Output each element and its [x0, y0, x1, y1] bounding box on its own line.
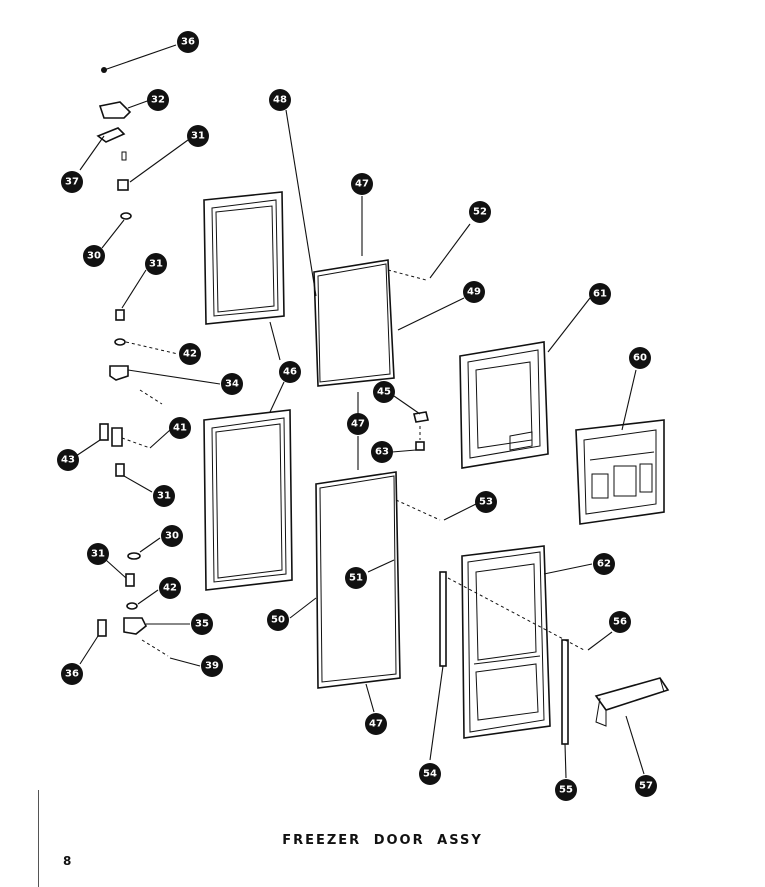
svg-text:57: 57 [639, 781, 653, 792]
svg-text:47: 47 [369, 719, 383, 730]
callout-label: 36 [181, 37, 195, 48]
callout-49: 49 [463, 281, 485, 303]
callout-46: 46 [279, 361, 301, 383]
svg-text:31: 31 [157, 491, 171, 502]
callout-36-top: 36 [177, 31, 199, 53]
callout-50: 50 [267, 609, 289, 631]
mounting-bracket [575, 369, 665, 525]
callout-55: 55 [555, 779, 577, 801]
callout-42-mid: 42 [179, 343, 201, 365]
callout-42-bottom: 42 [159, 577, 181, 599]
svg-text:41: 41 [173, 423, 187, 434]
svg-text:32: 32 [151, 95, 165, 106]
callout-31-mid: 31 [145, 253, 167, 275]
svg-text:62: 62 [597, 559, 611, 570]
svg-text:51: 51 [349, 573, 363, 584]
svg-text:49: 49 [467, 287, 481, 298]
outer-door-panel [429, 545, 613, 779]
svg-text:34: 34 [225, 379, 239, 390]
svg-text:39: 39 [205, 661, 219, 672]
svg-text:30: 30 [87, 251, 101, 262]
lower-gasket [203, 321, 293, 591]
callout-36-bottom: 36 [61, 663, 83, 685]
callout-57: 57 [635, 775, 657, 797]
callout-35: 35 [191, 613, 213, 635]
callout-31-lower: 31 [153, 485, 175, 507]
callout-34: 34 [221, 373, 243, 395]
upper-door-frame [285, 109, 471, 414]
svg-text:46: 46 [283, 367, 297, 378]
callout-56: 56 [609, 611, 631, 633]
svg-text:52: 52 [473, 207, 487, 218]
diagram-title: FREEZER DOOR ASSY [282, 833, 483, 848]
svg-text:31: 31 [91, 549, 105, 560]
svg-text:35: 35 [195, 619, 209, 630]
upper-gasket [203, 191, 285, 325]
callout-52: 52 [469, 201, 491, 223]
svg-text:56: 56 [613, 617, 627, 628]
callout-54: 54 [419, 763, 441, 785]
svg-text:31: 31 [191, 131, 205, 142]
svg-text:43: 43 [61, 455, 75, 466]
callout-39: 39 [201, 655, 223, 677]
upper-door-liner [459, 297, 591, 469]
top-hinge-assembly [79, 44, 189, 249]
svg-text:48: 48 [273, 95, 287, 106]
svg-text:53: 53 [479, 497, 493, 508]
svg-text:60: 60 [633, 353, 647, 364]
svg-text:42: 42 [163, 583, 177, 594]
callout-47-bottom: 47 [365, 713, 387, 735]
svg-text:55: 55 [559, 785, 573, 796]
margin-line [38, 790, 39, 887]
svg-text:61: 61 [593, 289, 607, 300]
callout-51: 51 [345, 567, 367, 589]
svg-text:36: 36 [65, 669, 79, 680]
lower-door-frame [289, 395, 477, 713]
svg-text:45: 45 [377, 387, 391, 398]
callout-30-bottom: 30 [161, 525, 183, 547]
callout-41: 41 [169, 417, 191, 439]
callout-45: 45 [373, 381, 395, 403]
callout-32: 32 [147, 89, 169, 111]
svg-text:37: 37 [65, 177, 79, 188]
svg-text:31: 31 [149, 259, 163, 270]
callout-62: 62 [593, 553, 615, 575]
svg-text:47: 47 [351, 419, 365, 430]
callout-31-top: 31 [187, 125, 209, 147]
middle-hinge-assembly [75, 269, 221, 493]
svg-text:54: 54 [423, 769, 437, 780]
door-handle [594, 677, 670, 775]
callout-31-bottom: 31 [87, 543, 109, 565]
callout-61: 61 [589, 283, 611, 305]
svg-text:47: 47 [355, 179, 369, 190]
svg-text:30: 30 [165, 531, 179, 542]
callout-47-top: 47 [351, 173, 373, 195]
callout-63: 63 [371, 441, 393, 463]
svg-text:50: 50 [271, 615, 285, 626]
bottom-hinge-assembly [79, 537, 201, 667]
page-number: 8 [63, 854, 72, 868]
callout-53: 53 [475, 491, 497, 513]
callout-60: 60 [629, 347, 651, 369]
svg-text:42: 42 [183, 349, 197, 360]
callout-48: 48 [269, 89, 291, 111]
callout-37: 37 [61, 171, 83, 193]
callout-43: 43 [57, 449, 79, 471]
callout-30-top: 30 [83, 245, 105, 267]
callout-47-mid: 47 [347, 413, 369, 435]
svg-text:63: 63 [375, 447, 389, 458]
